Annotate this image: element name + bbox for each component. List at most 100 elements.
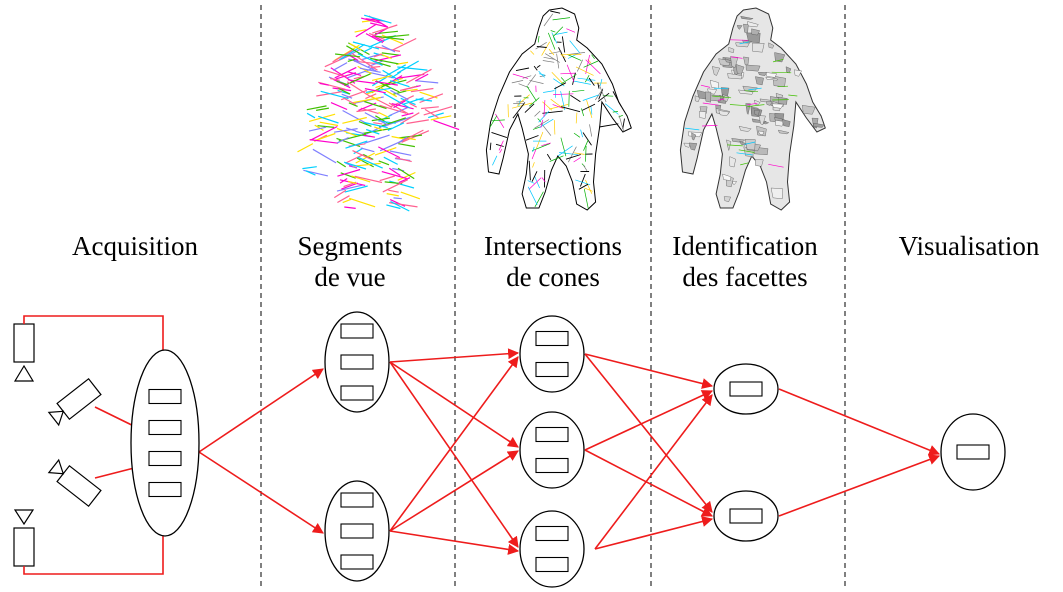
view-segment (388, 189, 399, 193)
facet-edge (772, 59, 784, 63)
facet (696, 89, 708, 100)
facet-edge (788, 94, 798, 97)
arrow-int1-facet2 (584, 353, 713, 513)
view-segment (306, 112, 316, 119)
view-segment (379, 175, 395, 182)
facet (757, 71, 768, 76)
view-segment (387, 122, 405, 131)
facet (722, 94, 730, 102)
view-segment (337, 195, 350, 204)
node-slot (148, 481, 182, 498)
view-segment (400, 112, 420, 125)
mesh-edge (569, 40, 580, 54)
facet (736, 25, 743, 30)
view-segment (359, 67, 381, 73)
view-segment (305, 170, 316, 176)
mesh-edge (583, 139, 589, 151)
view-segment (351, 175, 371, 183)
view-segment (310, 125, 338, 141)
view-segment (389, 106, 409, 117)
mesh-edge (543, 100, 546, 118)
mesh-edge (579, 173, 586, 187)
view-segment (334, 128, 358, 133)
mesh-edge (491, 131, 508, 139)
facet-edge (740, 162, 749, 166)
process-nodes (130, 311, 1006, 588)
facet-edge (748, 87, 762, 91)
facet (699, 110, 707, 119)
mesh-edge (583, 164, 588, 171)
mesh-edge (567, 146, 577, 163)
view-segment (390, 89, 409, 101)
view-segment (373, 122, 383, 125)
mesh-edge (489, 142, 492, 151)
mesh-edge (532, 146, 535, 153)
mesh-edge (583, 189, 589, 209)
facet (768, 42, 775, 49)
view-segment (345, 140, 368, 149)
view-segment (391, 103, 414, 110)
view-segment (370, 57, 399, 65)
view-segment (381, 45, 396, 53)
view-segment (352, 41, 380, 50)
view-segment (388, 167, 401, 177)
view-segment (362, 53, 380, 61)
view-segment (364, 14, 392, 24)
view-segment (378, 111, 389, 118)
mesh-edge (533, 65, 538, 71)
mesh-edge (535, 42, 547, 50)
view-segment (320, 90, 349, 100)
node-slot (729, 381, 763, 397)
view-segment (371, 117, 390, 122)
visualisation-node (940, 413, 1006, 491)
view-segment (353, 147, 364, 155)
facet-edge (747, 102, 758, 106)
view-segment (388, 102, 410, 115)
facet (758, 115, 766, 126)
view-segment (378, 160, 390, 166)
mesh-edge (542, 101, 553, 111)
mesh-edge (573, 157, 581, 163)
mesh-edge (550, 10, 561, 14)
view-segment (421, 106, 439, 110)
view-segment (415, 73, 429, 82)
mesh-edge (590, 106, 593, 115)
arrow-facet1-visualisation (778, 388, 941, 456)
facet (727, 73, 743, 80)
view-segment (374, 35, 405, 41)
mesh-edge (498, 140, 504, 151)
mesh-edge (541, 41, 551, 56)
mesh-edge (572, 89, 585, 93)
facet (777, 129, 790, 135)
view-segment (393, 197, 402, 200)
view-segment (400, 191, 421, 200)
view-segment (365, 33, 384, 44)
mesh-edge (584, 187, 593, 192)
view-segment (360, 147, 375, 153)
node-slot (340, 323, 374, 339)
facet (718, 110, 730, 117)
view-segment (346, 81, 371, 98)
facet (781, 119, 791, 127)
camera-icon (13, 509, 35, 567)
mesh-edge (539, 118, 554, 128)
mesh-edge (557, 145, 573, 157)
view-segment (373, 35, 385, 43)
view-segment (385, 64, 406, 77)
mesh-edge (552, 34, 556, 41)
facet (747, 21, 759, 28)
facet (740, 15, 754, 20)
facet (765, 76, 779, 81)
mesh-edge (489, 115, 498, 128)
cone-intersections-thumbnail (485, 7, 632, 211)
mesh-edge (565, 154, 581, 160)
view-segment (397, 60, 419, 74)
mesh-edge (534, 176, 540, 189)
view-segment (313, 132, 336, 142)
facet (735, 64, 745, 75)
view-segment (347, 180, 357, 185)
mesh-edge (554, 31, 568, 35)
arrow-seg1-int3 (389, 361, 519, 548)
mesh-edge (589, 124, 593, 137)
arrow-camera1-acquisition (23, 315, 169, 368)
